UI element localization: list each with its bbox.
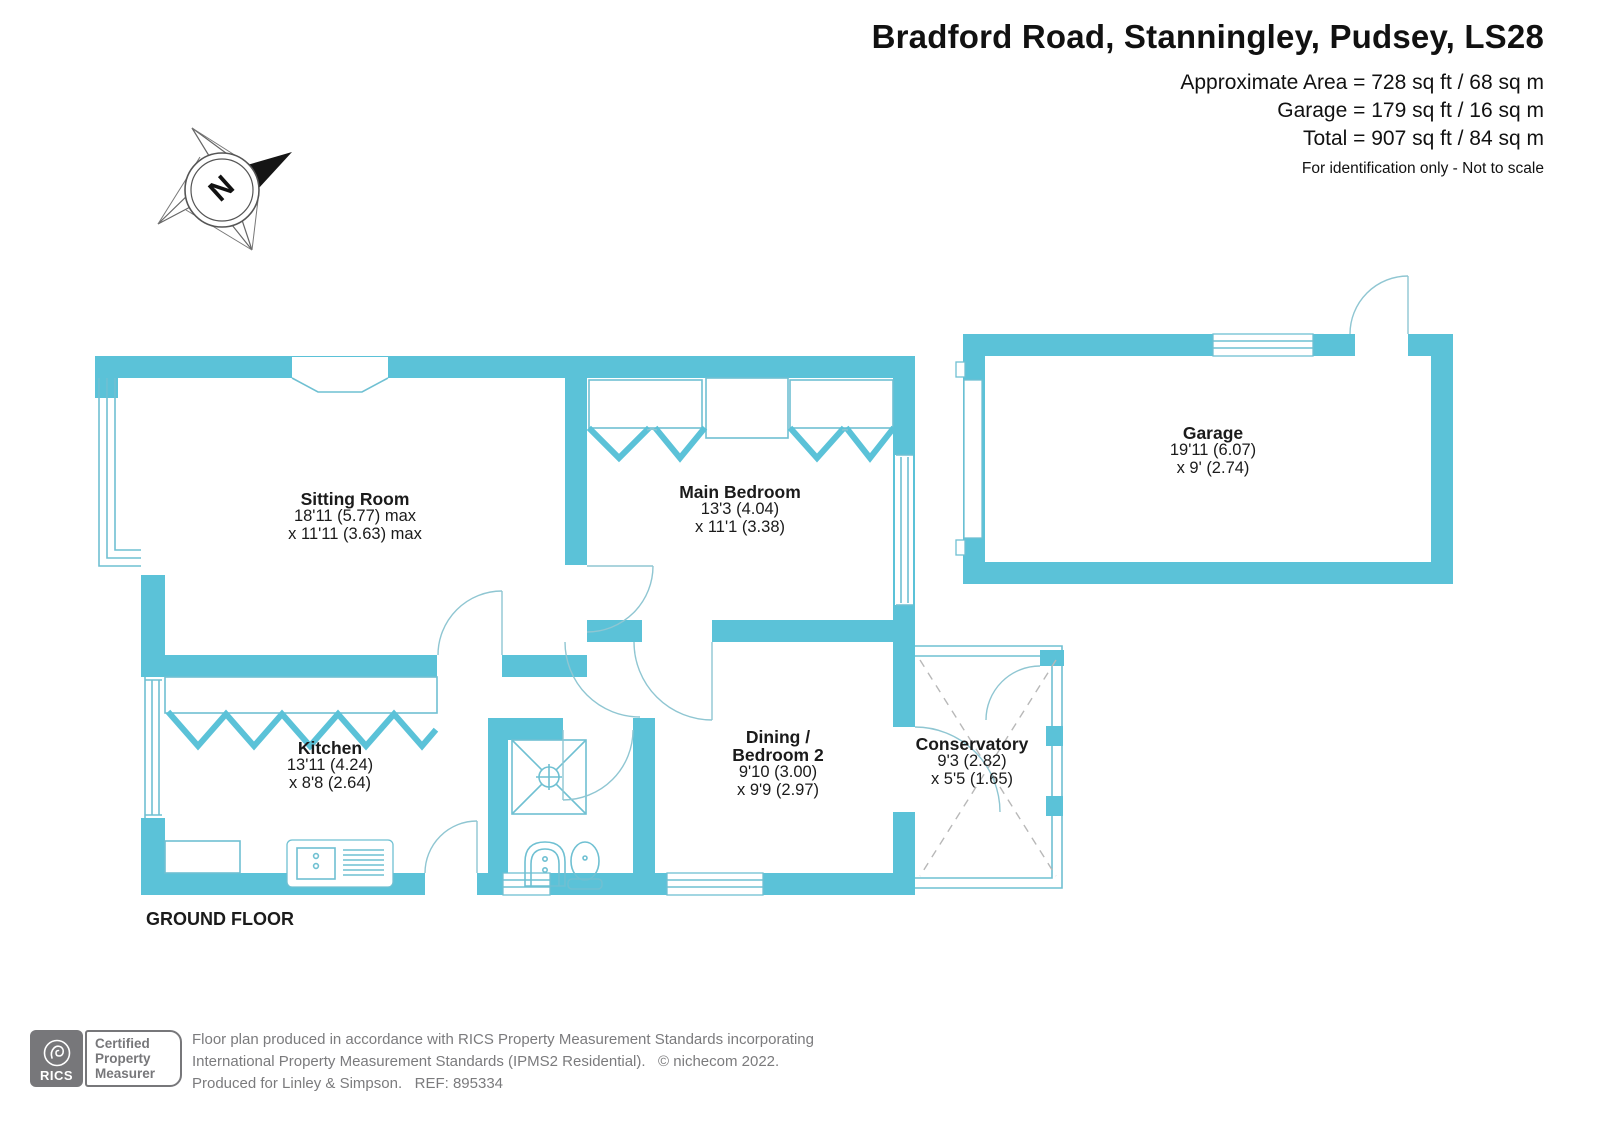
window: [502, 872, 551, 896]
room-label-main-bedroom: Main Bedroom 13'3 (4.04) x 11'1 (3.38): [679, 482, 801, 536]
compass-icon: [157, 127, 292, 251]
garage-walls: [955, 275, 1453, 584]
wardrobes: [586, 377, 897, 463]
door-arc: [564, 641, 641, 718]
door-arc: [586, 565, 654, 633]
garage-window: [1212, 333, 1314, 357]
conservatory-glazing: [914, 645, 1064, 889]
area-summary: Approximate Area = 728 sq ft / 68 sq m G…: [872, 69, 1544, 153]
door-arcs: [424, 565, 713, 874]
house-walls: [95, 356, 915, 895]
door-arc: [562, 729, 634, 801]
room-label-kitchen: Kitchen 13'11 (4.24) x 8'8 (2.64): [286, 738, 374, 792]
rics-lion-icon: [43, 1039, 70, 1067]
kitchen-units: [164, 676, 439, 888]
door-arc: [1349, 275, 1409, 335]
rics-label: RICS: [39, 1068, 74, 1083]
door-arc: [424, 820, 478, 874]
header: Bradford Road, Stanningley, Pudsey, LS28…: [872, 18, 1544, 178]
total-area: Total = 907 sq ft / 84 sq m: [1302, 127, 1544, 150]
floor-label: GROUND FLOOR: [146, 909, 294, 929]
door-arc: [437, 590, 503, 656]
toilet: [567, 841, 603, 890]
room-label-sitting-room: Sitting Room 18'11 (5.77) max x 11'11 (3…: [288, 489, 422, 543]
room-label-conservatory: Conservatory 9'3 (2.82) x 5'5 (1.65): [915, 734, 1029, 788]
window: [666, 872, 764, 896]
garage-side-door: [1349, 275, 1409, 335]
door-arc: [914, 726, 1001, 813]
rics-logo: RICS: [30, 1030, 83, 1087]
bathroom-fixtures: [511, 739, 603, 890]
bedroom-window: [895, 454, 913, 606]
room-label-dining-bedroom2: Dining / Bedroom 2 9'10 (3.00) x 9'9 (2.…: [732, 727, 824, 799]
approximate-area: Approximate Area = 728 sq ft / 68 sq m: [1180, 71, 1544, 94]
page-title: Bradford Road, Stanningley, Pudsey, LS28: [871, 18, 1544, 55]
footer-disclaimer: Floor plan produced in accordance with R…: [192, 1031, 814, 1092]
garage-door: [955, 361, 983, 556]
kitchen-sink: [286, 839, 394, 888]
door-arc: [633, 641, 713, 721]
kitchen-window: [144, 677, 162, 818]
bay-window: [98, 378, 141, 567]
sitting-room-top-window: [291, 357, 389, 393]
room-label-garage: Garage 19'11 (6.07) x 9' (2.74): [1169, 423, 1257, 477]
garage-area: Garage = 179 sq ft / 16 sq m: [1277, 99, 1544, 122]
door-arc: [985, 665, 1041, 721]
shower: [511, 739, 587, 815]
bathroom-sink: [524, 841, 566, 887]
bottom-wall-openings: [425, 872, 764, 896]
identification-note: For identification only - Not to scale: [1301, 160, 1544, 177]
certified-measurer-badge: Certified Property Measurer: [85, 1030, 182, 1087]
